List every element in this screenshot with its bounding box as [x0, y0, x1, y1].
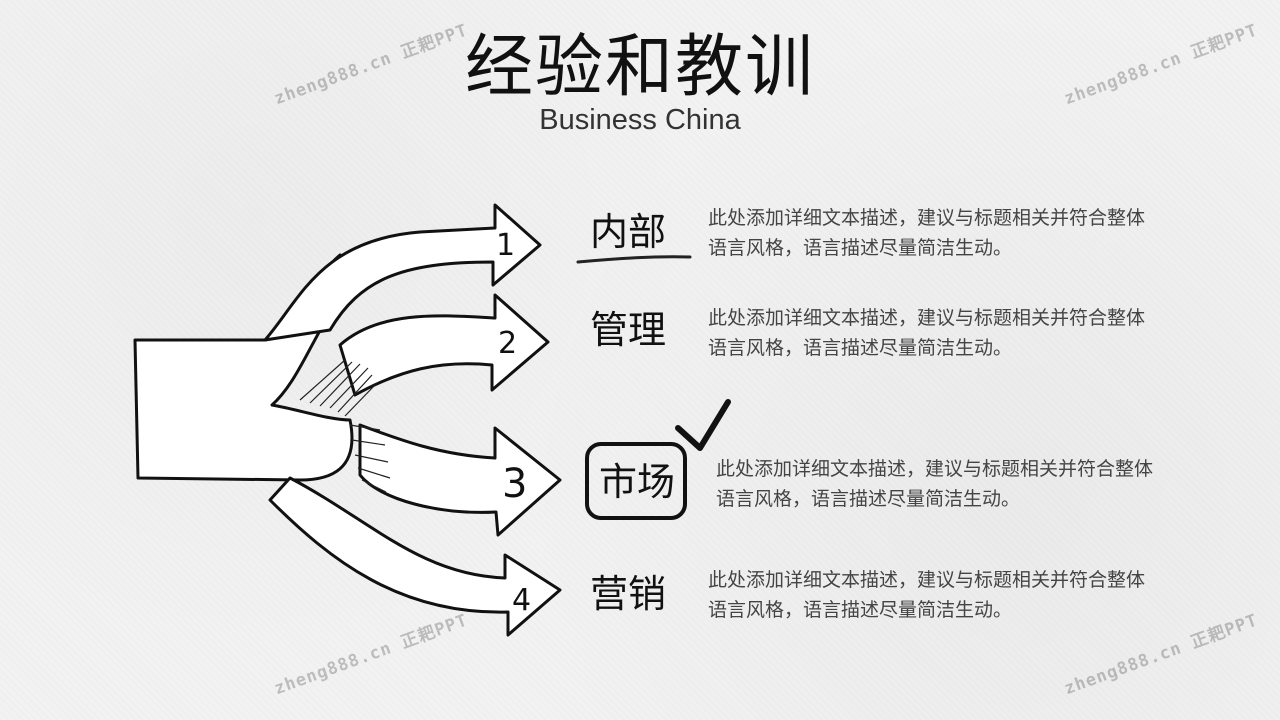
item-label-market: 市场 [599, 460, 676, 504]
underline-stroke [576, 255, 692, 264]
item-desc-marketing: 此处添加详细文本描述，建议与标题相关并符合整体语言风格，语言描述尽量简洁生动。 [708, 569, 1146, 621]
arrow-4-shape [268, 476, 562, 637]
arrow-3-shape [358, 423, 562, 537]
page-subtitle: Business China [539, 104, 741, 136]
arrow-number-3: 3 [502, 461, 527, 507]
item-desc-internal: 此处添加详细文本描述，建议与标题相关并符合整体语言风格，语言描述尽量简洁生动。 [708, 207, 1146, 259]
item-label-management: 管理 [590, 308, 667, 352]
arrow-number-1: 1 [496, 228, 515, 263]
hatching [299, 359, 391, 493]
item-label-marketing: 营销 [590, 572, 667, 616]
arrow-2-shape [338, 293, 550, 397]
arrow-1-shape [263, 203, 542, 342]
label-box [585, 442, 687, 520]
arrow-number-2: 2 [498, 326, 517, 361]
checkmark-icon [675, 399, 731, 451]
item-label-internal: 内部 [590, 210, 667, 254]
arrow-number-4: 4 [512, 583, 531, 618]
item-desc-market: 此处添加详细文本描述，建议与标题相关并符合整体语言风格，语言描述尽量简洁生动。 [716, 458, 1154, 510]
page-title: 经验和教训 [464, 28, 815, 107]
item-desc-management: 此处添加详细文本描述，建议与标题相关并符合整体语言风格，语言描述尽量简洁生动。 [708, 307, 1146, 359]
